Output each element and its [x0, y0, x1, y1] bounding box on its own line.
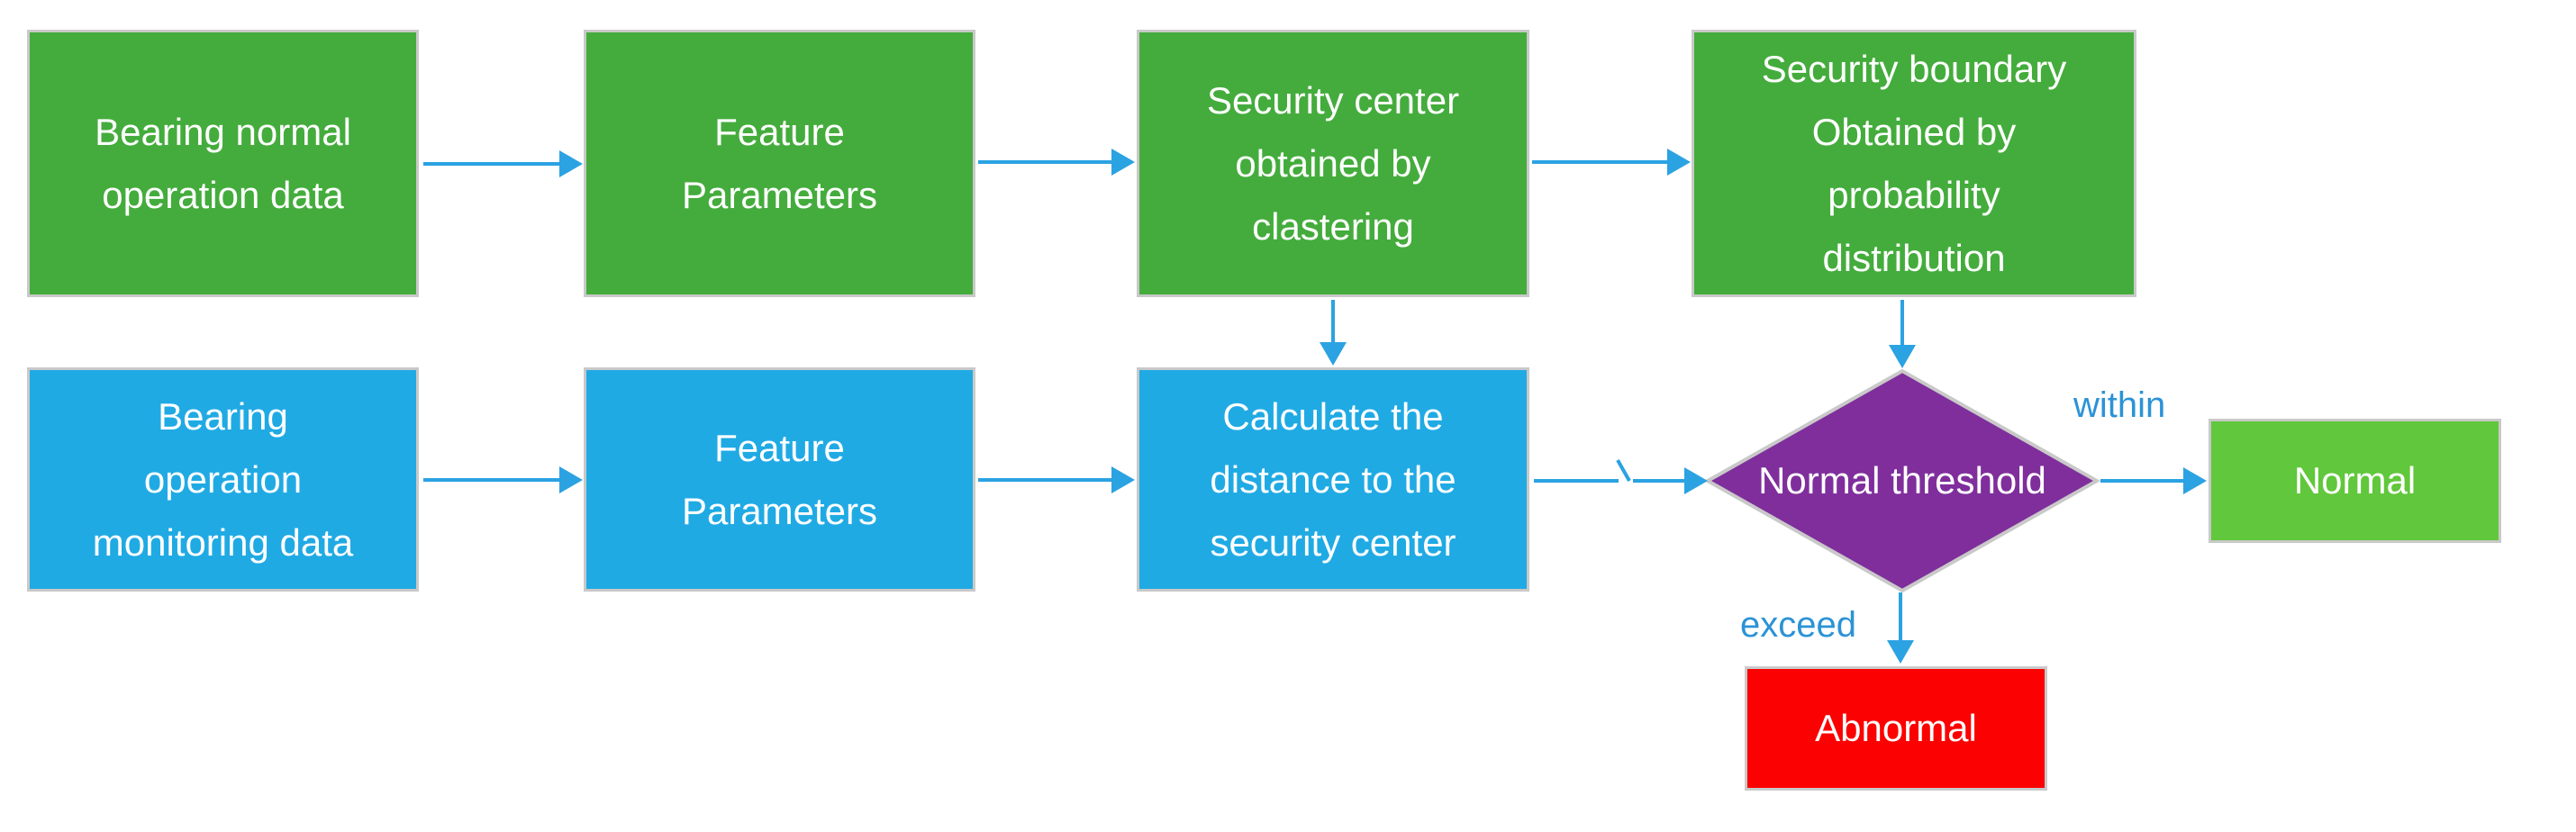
edge-label-within: within — [2073, 385, 2166, 425]
node-label: Normal — [2293, 459, 2417, 502]
arrow-b6-b7 — [978, 466, 1135, 493]
arrow-diamond-abnormal — [1887, 592, 1914, 664]
decision-normal-threshold: Normal threshold — [1708, 371, 2097, 591]
node-bearing-operation-monitoring-data: Bearing operation monitoring data — [27, 367, 419, 592]
node-security-center-clustering: Security center obtained by clastering — [1137, 30, 1529, 297]
decision-diamond-shape — [1703, 368, 2101, 593]
arrow-b2-b3 — [978, 149, 1135, 176]
node-label: Feature Parameters — [681, 426, 878, 532]
node-result-normal: Normal — [2209, 419, 2501, 543]
node-label: Calculate the distance to the security c… — [1210, 394, 1456, 564]
node-security-boundary-probability: Security boundary Obtained by probabilit… — [1692, 30, 2136, 297]
node-label: Bearing operation monitoring data — [92, 394, 354, 564]
arrow-b3-b4 — [1532, 149, 1691, 176]
node-result-abnormal: Abnormal — [1745, 666, 2047, 791]
arrow-diamond-normal — [2100, 467, 2207, 494]
node-label: Security boundary Obtained by probabilit… — [1761, 47, 2067, 279]
node-calculate-distance-security-center: Calculate the distance to the security c… — [1137, 367, 1529, 592]
node-feature-parameters-bottom: Feature Parameters — [584, 367, 975, 592]
arrow-b3-b7 — [1320, 300, 1347, 366]
arrow-b5-b6 — [423, 466, 583, 493]
node-label: Normal threshold — [1758, 459, 2046, 502]
node-label: Security center obtained by clastering — [1206, 78, 1460, 248]
node-feature-parameters-top: Feature Parameters — [584, 30, 975, 297]
node-label: Abnormal — [1815, 707, 1977, 749]
arrow-b4-diamond — [1889, 300, 1916, 368]
node-bearing-normal-operation-data: Bearing normal operation data — [27, 30, 419, 297]
arrow-b1-b2 — [423, 150, 583, 177]
stray-tick-mark — [1616, 459, 1631, 482]
edge-label-exceed: exceed — [1740, 605, 1856, 645]
node-label: Bearing normal operation data — [95, 110, 351, 216]
node-label: Feature Parameters — [681, 110, 878, 216]
arrow-b7-diamond — [1534, 467, 1708, 494]
